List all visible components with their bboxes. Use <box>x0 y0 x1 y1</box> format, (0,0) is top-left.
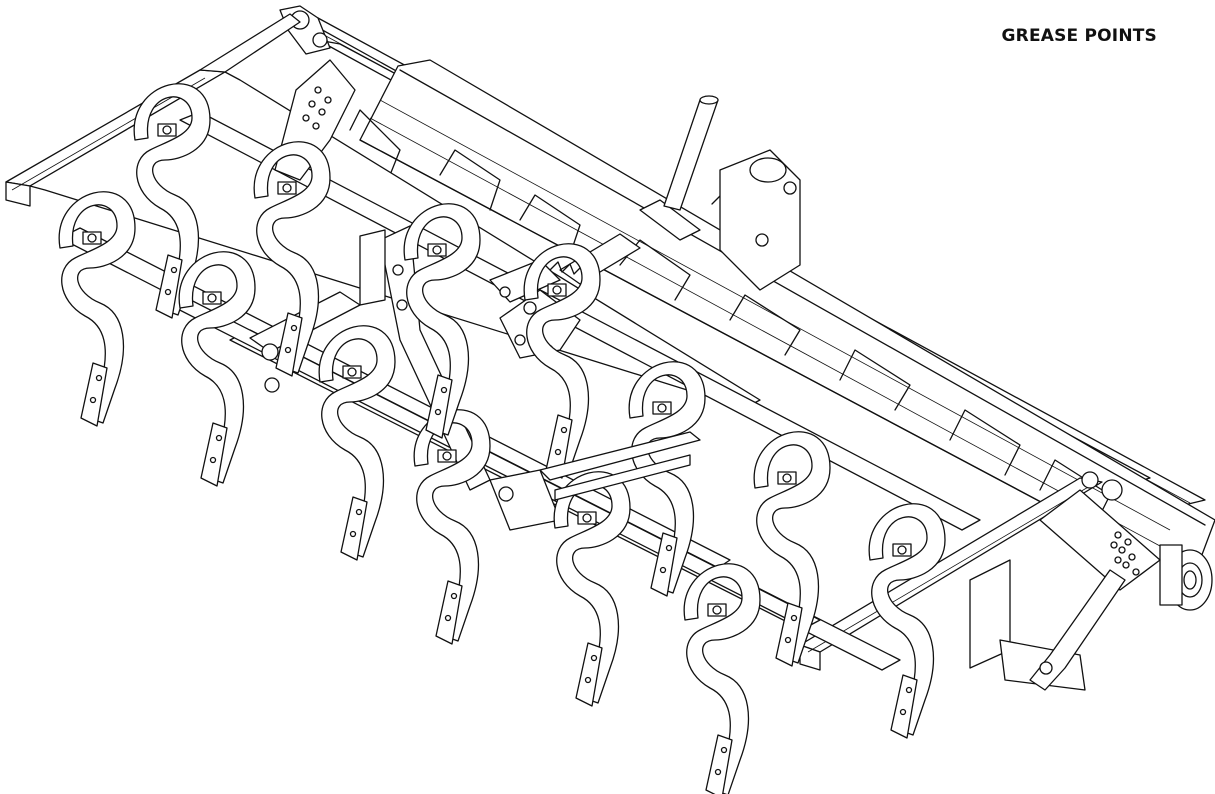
spring-tines <box>58 83 946 794</box>
spring-tine <box>58 191 136 427</box>
spring-tine <box>553 471 631 707</box>
crumbler-roller <box>349 59 1215 611</box>
spring-tine <box>178 251 256 487</box>
diagram-title: GREASE POINTS <box>1001 26 1157 46</box>
spring-tine <box>628 361 706 597</box>
spring-tine <box>253 141 331 377</box>
spring-tine <box>133 83 211 319</box>
spring-tine <box>753 431 831 667</box>
front-cross-frames <box>539 431 701 501</box>
spring-tine <box>318 325 396 561</box>
spring-tine <box>413 409 491 645</box>
spring-tine <box>683 563 761 794</box>
spring-tine <box>403 203 481 439</box>
spring-tine <box>523 243 601 479</box>
spring-tine <box>868 503 946 739</box>
right-plate-holes <box>1110 531 1140 576</box>
